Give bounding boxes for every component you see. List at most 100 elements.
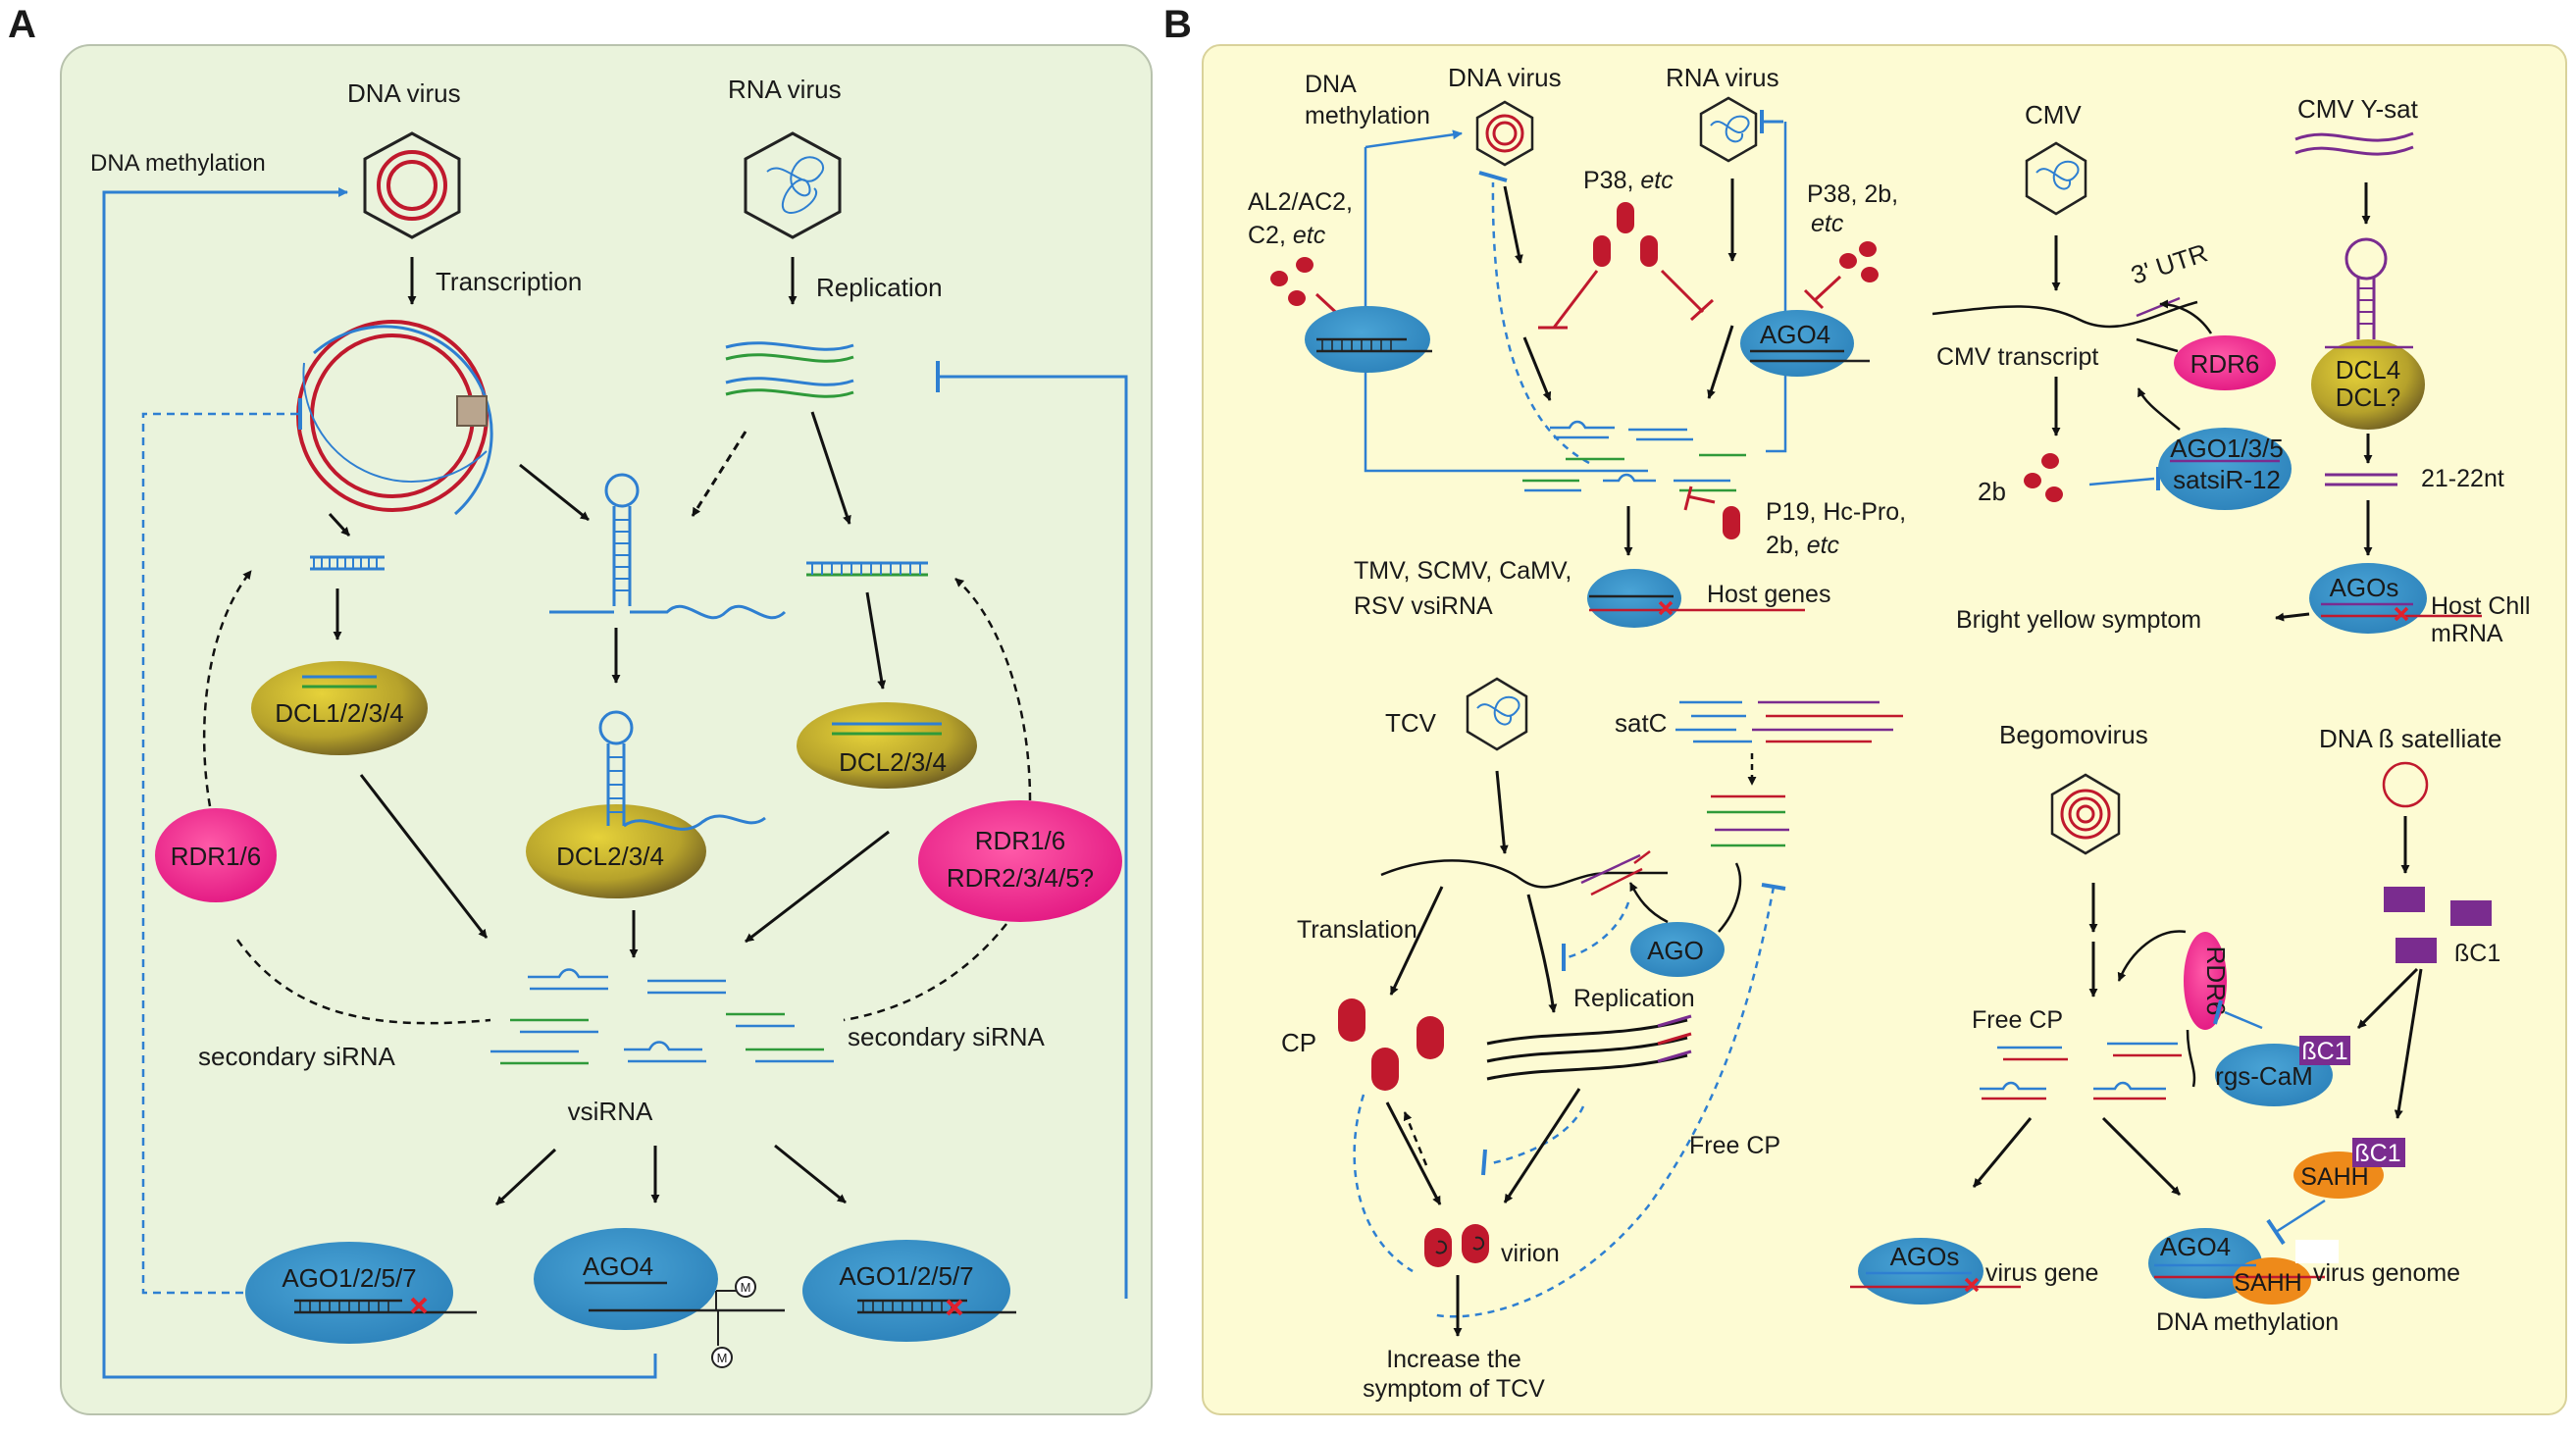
a-rdr16-left: RDR1/6 bbox=[155, 808, 277, 902]
b-q2-cmv: CMV bbox=[2025, 100, 2082, 129]
b-q1-dna-rna-virus: DNA methylation DNA virus RNA virus AL2/… bbox=[1248, 63, 1906, 628]
b-q2-21-22nt: 21-22nt bbox=[2421, 465, 2504, 492]
b-q4-rdr6: RDR6 bbox=[2201, 947, 2231, 1016]
b-q4-ago4: AGO4 bbox=[2160, 1232, 2231, 1261]
a-dcl1234-label: DCL1/2/3/4 bbox=[275, 698, 404, 728]
b-q2-dcl4: DCL4 bbox=[2336, 355, 2400, 384]
b-q2-cmv-ysat: CMV Y-sat bbox=[2297, 94, 2419, 124]
a-dna-virus-label: DNA virus bbox=[347, 78, 461, 108]
b-q3-replication: Replication bbox=[1573, 985, 1695, 1012]
a-vsirna-label: vsiRNA bbox=[568, 1097, 653, 1126]
b-q2-cmv-transcript: CMV transcript bbox=[1936, 343, 2098, 371]
a-rdr16-right: RDR1/6 RDR2/3/4/5? bbox=[918, 800, 1122, 922]
panel-a: A DNA virus RNA virus DNA methylation Tr… bbox=[8, 3, 1153, 1415]
b-q2-dcl-q: DCL? bbox=[2336, 383, 2400, 412]
b-q4-virus-gene: virus gene bbox=[1985, 1259, 2098, 1287]
b-q2-host-chll: Host Chll bbox=[2431, 592, 2530, 620]
a-ago-left: AGO1/2/5/7 bbox=[245, 1242, 477, 1344]
b-q4-bc1: ßC1 bbox=[2454, 940, 2500, 967]
b-q3-tcv: TCV bbox=[1385, 708, 1437, 738]
a-dcl234-center-label: DCL2/3/4 bbox=[556, 842, 664, 871]
a-dsrna-left bbox=[310, 555, 385, 571]
b-q2-mrna: mRNA bbox=[2431, 620, 2503, 647]
panel-a-background bbox=[60, 44, 1153, 1415]
a-rna-replication-strands bbox=[725, 341, 854, 398]
a-transcription-label: Transcription bbox=[436, 267, 582, 296]
a-rdr16-right-label1: RDR1/6 bbox=[975, 826, 1065, 855]
a-rdr16-left-label: RDR1/6 bbox=[171, 842, 261, 871]
a-rna-virus-label: RNA virus bbox=[728, 75, 842, 104]
b-q4-bc1-b: ßC1 bbox=[2354, 1140, 2400, 1167]
b-q2-agos: AGOs bbox=[2330, 573, 2399, 602]
b-q2-bright-yellow: Bright yellow symptom bbox=[1956, 606, 2201, 634]
a-secondary-sirna-right: secondary siRNA bbox=[848, 1022, 1046, 1051]
panel-b-letter: B bbox=[1163, 3, 1192, 46]
panel-a-letter: A bbox=[8, 3, 36, 46]
a-dcl234-center-enzyme: DCL2/3/4 bbox=[526, 710, 766, 898]
a-vsirna-cluster bbox=[490, 968, 834, 1065]
a-ago-right: AGO1/2/5/7 bbox=[802, 1240, 1016, 1342]
b-q1-p38-2b-l2: etc bbox=[1811, 210, 1844, 237]
b-q3-ago: AGO bbox=[1647, 936, 1704, 965]
b-q3-translation: Translation bbox=[1297, 916, 1417, 944]
b-q1-host-genes: Host genes bbox=[1707, 581, 1830, 608]
b-q1-rna-virus: RNA virus bbox=[1666, 63, 1779, 92]
a-methylation-feedback-line bbox=[102, 187, 657, 1379]
a-ago-right-label: AGO1/2/5/7 bbox=[839, 1261, 973, 1291]
b-q2-satsir: satsiR-12 bbox=[2173, 465, 2281, 494]
b-q2-2b: 2b bbox=[1978, 477, 2006, 506]
a-methyl-mark-2: M bbox=[717, 1351, 728, 1365]
b-q4-rgs-cam: rgs-CaM bbox=[2215, 1061, 2313, 1091]
b-q4-sahh2: SAHH bbox=[2234, 1269, 2301, 1297]
panel-b: B DNA methylation DNA virus RNA virus AL… bbox=[1163, 3, 2567, 1415]
b-q3-cp: CP bbox=[1281, 1028, 1316, 1057]
a-methyl-mark-1: M bbox=[741, 1280, 751, 1295]
a-dna-virus-icon bbox=[363, 131, 461, 239]
a-dcl234-right-enzyme: DCL2/3/4 bbox=[797, 702, 977, 789]
b-q4-agos: AGOs bbox=[1890, 1242, 1960, 1271]
a-ago-middle: M M AGO4 bbox=[534, 1228, 785, 1368]
b-q2-ago135: AGO1/3/5 bbox=[2170, 434, 2284, 463]
a-dna-methylation-label: DNA methylation bbox=[90, 150, 266, 177]
b-q1-tmv-l1: TMV, SCMV, CaMV, bbox=[1354, 557, 1571, 585]
b-q3-virion: virion bbox=[1501, 1240, 1560, 1267]
a-secondary-sirna-left: secondary siRNA bbox=[198, 1042, 396, 1071]
b-q4-dna-b-sat: DNA ß satelliate bbox=[2319, 724, 2501, 753]
a-rna-virus-icon bbox=[744, 131, 842, 239]
b-q4-free-cp: Free CP bbox=[1972, 1006, 2063, 1034]
b-q4-virus-genome: virus genome bbox=[2313, 1259, 2460, 1287]
b-q2-cmv: CMV CMV Y-sat 3' UTR CMV transcript RDR6 bbox=[1932, 94, 2530, 647]
a-ago-middle-label: AGO4 bbox=[583, 1252, 653, 1281]
a-rdr16-right-label2: RDR2/3/4/5? bbox=[947, 863, 1094, 893]
b-q1-tmv-l2: RSV vsiRNA bbox=[1354, 592, 1493, 620]
b-q1-p38-2b-l1: P38, 2b, bbox=[1807, 180, 1898, 208]
b-q3-free-cp: Free CP bbox=[1689, 1132, 1780, 1159]
b-q2-rdr6: RDR6 bbox=[2190, 349, 2260, 379]
b-q4-bc1-a: ßC1 bbox=[2301, 1038, 2347, 1065]
b-q1-p38: P38, etc bbox=[1583, 167, 1674, 194]
a-dcl1234-enzyme: DCL1/2/3/4 bbox=[251, 661, 428, 755]
b-q3-tcv: TCV satC bbox=[1281, 677, 1903, 1403]
b-q3-increase-l1: Increase the bbox=[1386, 1346, 1521, 1373]
b-q1-dna-virus: DNA virus bbox=[1448, 63, 1562, 92]
b-q4-begomovirus: Begomovirus DNA ß satelliate ßC1 RDR6 Fr… bbox=[1850, 720, 2501, 1336]
b-q1-dna-methylation-l1: DNA bbox=[1305, 71, 1357, 98]
a-hairpin-rna bbox=[549, 473, 787, 620]
b-q1-al2-l1: AL2/AC2, bbox=[1248, 188, 1353, 216]
a-dsrna-right bbox=[806, 561, 928, 577]
a-ago-left-label: AGO1/2/5/7 bbox=[282, 1263, 416, 1293]
b-q1-ago4: AGO4 bbox=[1760, 320, 1830, 349]
b-q3-satc: satC bbox=[1615, 708, 1667, 738]
b-q1-al2-l2: C2, etc bbox=[1248, 222, 1326, 249]
b-q1-p19-l2: 2b, etc bbox=[1766, 532, 1840, 559]
b-q4-begomovirus: Begomovirus bbox=[1999, 720, 2148, 749]
b-q4-sahh: SAHH bbox=[2300, 1163, 2368, 1191]
a-dcl234-right-label: DCL2/3/4 bbox=[839, 747, 947, 777]
b-q4-dna-methylation: DNA methylation bbox=[2156, 1308, 2339, 1336]
b-q3-increase-l2: symptom of TCV bbox=[1363, 1375, 1545, 1403]
b-q1-dna-methylation-l2: methylation bbox=[1305, 102, 1430, 129]
a-replication-label: Replication bbox=[816, 273, 943, 302]
b-q1-p19-l1: P19, Hc-Pro, bbox=[1766, 498, 1906, 526]
